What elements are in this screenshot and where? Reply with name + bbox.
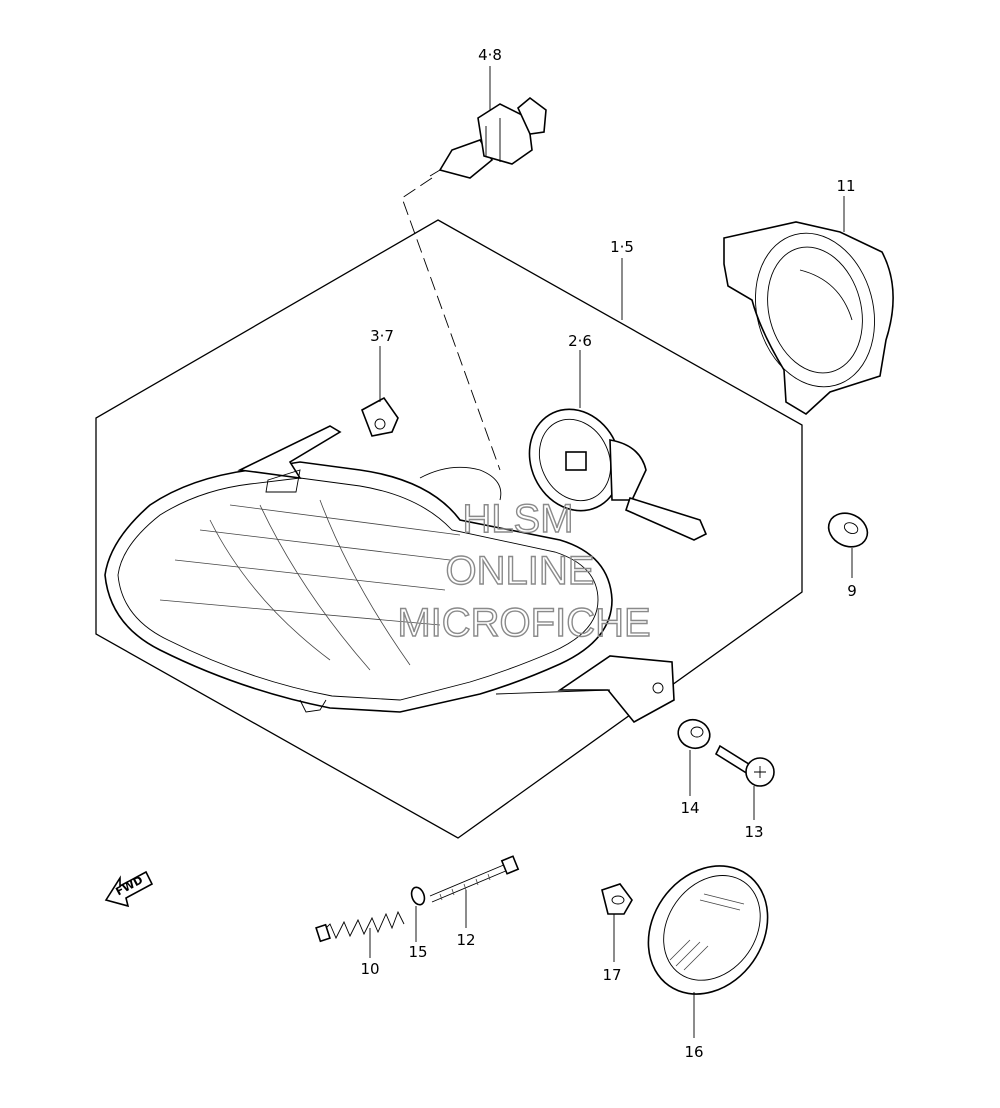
label-9: 9 (847, 582, 857, 600)
grommet-9 (827, 512, 869, 548)
label-11: 11 (836, 177, 855, 195)
headlight-bulb (429, 96, 547, 179)
watermark-line-2: ONLINE (446, 549, 595, 593)
watermark: HLSM ONLINE MICROFICHE (397, 496, 652, 645)
socket-2-6 (528, 408, 708, 541)
label-13: 13 (744, 823, 763, 841)
callout-leaders (369, 66, 853, 1038)
label-16: 16 (684, 1043, 703, 1061)
label-2-6: 2·6 (568, 332, 592, 350)
washer-15 (410, 886, 426, 906)
reflector-16 (647, 865, 769, 995)
label-17: 17 (602, 966, 621, 984)
label-12: 12 (456, 931, 475, 949)
bracket-leader (495, 689, 611, 695)
screw-12 (429, 855, 520, 903)
fwd-arrow (104, 870, 154, 908)
label-4-8: 4·8 (478, 46, 502, 64)
watermark-line-1: HLSM (462, 497, 573, 541)
label-14: 14 (680, 799, 699, 817)
label-15: 15 (408, 943, 427, 961)
label-3-7: 3·7 (370, 327, 394, 345)
watermark-line-3: MICROFICHE (397, 601, 650, 645)
bulb-leader (401, 177, 501, 471)
clip-3-7 (361, 396, 399, 437)
assembly-outline (95, 219, 803, 839)
screw-13 (714, 744, 775, 787)
spring-10 (315, 910, 405, 943)
nut-17 (601, 883, 633, 915)
headlight-cover (723, 221, 894, 415)
grommet-14 (677, 718, 711, 750)
label-10: 10 (360, 960, 379, 978)
label-1-5: 1·5 (610, 238, 634, 256)
